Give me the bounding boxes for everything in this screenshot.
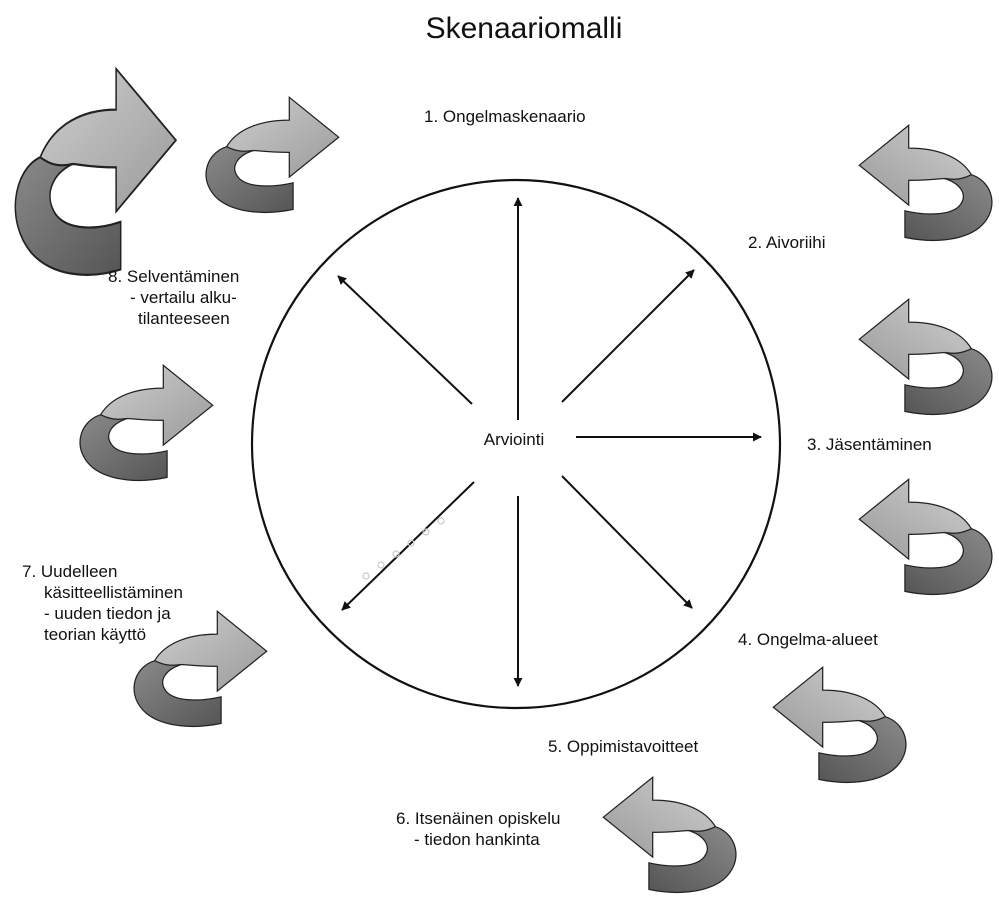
curved-arrow-icon bbox=[858, 478, 993, 596]
curved-arrow-icon bbox=[205, 96, 340, 214]
curved-arrow-icon bbox=[858, 298, 993, 416]
curved-arrow-icon bbox=[133, 610, 268, 728]
step-3-label: 3. Jäsentäminen bbox=[807, 435, 932, 454]
step-1-label: 1. Ongelmaskenaario bbox=[424, 107, 586, 126]
dotted-trail bbox=[362, 517, 445, 580]
radial-arrow-up-right bbox=[561, 269, 695, 403]
step-7-label: 7. Uudelleen käsitteellistäminen - uuden… bbox=[22, 562, 188, 644]
curved-arrow-icon bbox=[772, 666, 907, 784]
evaluation-circle bbox=[250, 178, 782, 710]
radial-arrows bbox=[337, 197, 762, 687]
step-4-label: 4. Ongelma-alueet bbox=[738, 630, 878, 649]
step-6-label: 6. Itsenäinen opiskelu - tiedon hankinta bbox=[396, 809, 565, 849]
radial-arrow-down-right bbox=[561, 475, 693, 609]
curved-arrow-icon bbox=[602, 776, 737, 894]
curved-arrow-icon bbox=[858, 124, 993, 242]
step-labels: 1. Ongelmaskenaario 2. Aivoriihi 3. Jäse… bbox=[22, 107, 932, 849]
step-2-label: 2. Aivoriihi bbox=[748, 233, 825, 252]
curved-arrow-icon bbox=[14, 67, 178, 276]
diagram-title: Skenaariomalli bbox=[426, 12, 623, 45]
step-5-label: 5. Oppimistavoitteet bbox=[548, 737, 699, 756]
radial-arrow-down-left bbox=[341, 481, 475, 611]
radial-arrow-left bbox=[337, 275, 473, 405]
center-label: Arviointi bbox=[484, 430, 544, 449]
step-8-label: 8. Selventäminen - vertailu alku- tilant… bbox=[108, 267, 244, 328]
curved-arrow-icon bbox=[79, 364, 214, 482]
